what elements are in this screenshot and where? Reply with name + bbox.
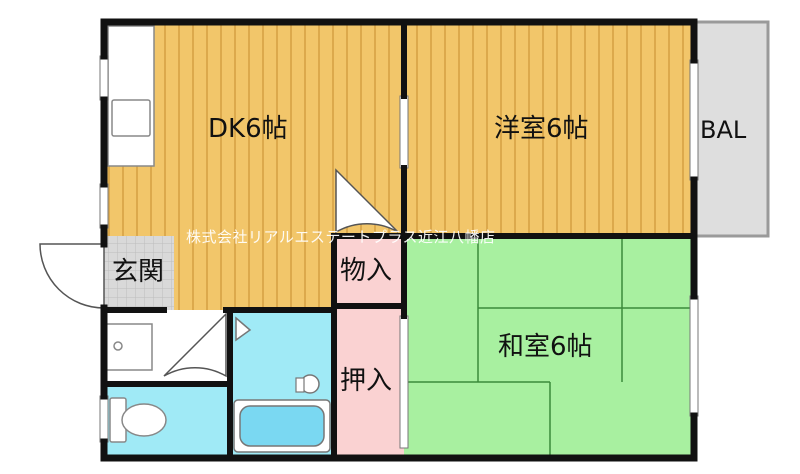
kitchen-counter — [107, 25, 155, 167]
storage-label: 物入 — [340, 256, 393, 286]
dk-label: DK6帖 — [208, 114, 288, 144]
sliding-door-dk — [399, 95, 409, 169]
wall-mark-icon — [235, 316, 252, 342]
interior-walls — [101, 19, 697, 461]
company-watermark: 株式会社リアルエステートプラス近江八幡店 — [186, 228, 496, 246]
exterior-walls — [100, 18, 698, 462]
entrance-label: 玄関 — [112, 257, 165, 287]
toilet-icon — [109, 397, 167, 443]
washroom-door-swing — [163, 312, 227, 378]
faucet-icon — [295, 377, 305, 393]
window-japanese-room — [689, 295, 699, 417]
kitchen-sink-icon — [111, 99, 151, 137]
sliding-door-closet — [399, 315, 409, 449]
window-left-lower — [99, 183, 109, 229]
washbasin-drain-icon — [113, 341, 123, 351]
window-toilet — [99, 395, 109, 443]
japanese-room-label: 和室6帖 — [498, 332, 593, 362]
bathtub-icon — [233, 399, 331, 453]
closet-label: 押入 — [340, 366, 393, 396]
window-balcony-door — [689, 59, 699, 181]
storage-floor — [334, 236, 404, 306]
storage-door-swing — [335, 168, 399, 234]
balcony-label: BAL — [700, 116, 747, 144]
entrance-door-swing — [39, 243, 105, 309]
closet-floor — [334, 306, 404, 458]
japanese-room-floor — [404, 236, 694, 458]
washbasin-icon — [105, 323, 153, 371]
tatami-lines — [404, 236, 694, 458]
entrance-floor — [104, 236, 174, 310]
western-room-floor — [404, 22, 694, 236]
window-left-upper — [99, 55, 109, 101]
western-room-label: 洋室6帖 — [494, 114, 589, 144]
